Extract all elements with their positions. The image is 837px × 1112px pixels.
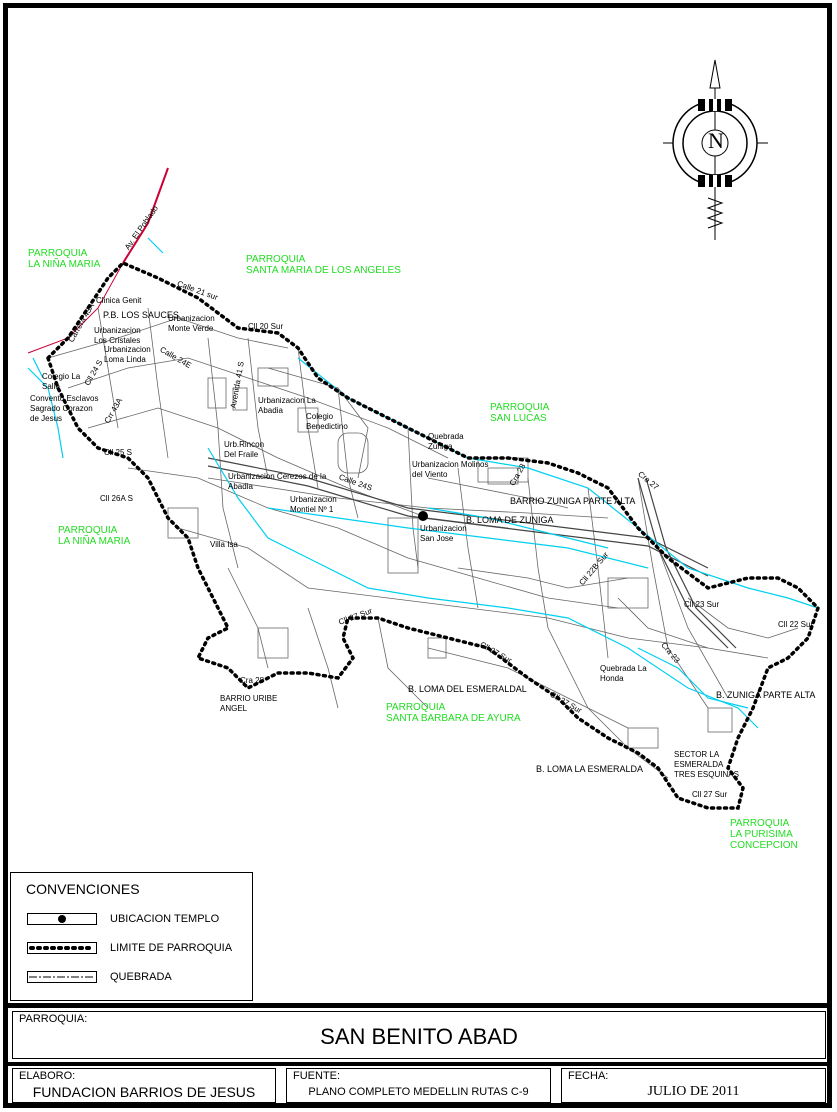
map-frame <box>3 3 832 1108</box>
north-letter: N <box>708 128 724 153</box>
poblado-avenue-2 <box>27 262 124 354</box>
parroquia-name: SAN BENITO ABAD <box>320 1024 518 1049</box>
place-label: B. ZUNIGA PARTE ALTA <box>716 690 816 700</box>
place-label: B. LOMA LA ESMERALDA <box>536 764 644 774</box>
place-label: Villa Isa <box>210 540 238 549</box>
parroquia-box: PARROQUIA: SAN BENITO ABAD <box>12 1011 826 1059</box>
temple-location-dot <box>418 511 428 521</box>
place-label: B. LOMA DEL ESMERALDAL <box>408 684 527 694</box>
street-label: Cll 20 Sur <box>248 322 284 331</box>
place-label: Quebrada Zuniga <box>428 432 464 451</box>
street-label: Cll 27 Sur <box>692 790 728 799</box>
place-label: Urb.Rincon Del Fraile <box>224 440 265 459</box>
street-label: Cll 25 S <box>104 448 133 457</box>
elaboro-caption: ELABORO: <box>19 1070 76 1082</box>
street-network <box>47 307 799 779</box>
legend-item-templo: UBICACION TEMPLO <box>27 913 252 927</box>
place-label: Colegio Benedictino <box>306 412 348 431</box>
map-drawing <box>27 59 821 810</box>
legend-title: CONVENCIONES <box>26 881 140 897</box>
limite-symbol-icon <box>27 942 97 954</box>
quebrada-symbol-icon <box>27 971 97 983</box>
legend: CONVENCIONES UBICACION TEMPLO LIMITE DE … <box>10 872 253 1001</box>
place-label: Urbanizacion Monte Verde <box>168 314 215 333</box>
street-label: Cll 23 Sur <box>684 600 720 609</box>
fuente-caption: FUENTE: <box>293 1070 341 1082</box>
place-label: B. LOMA DE ZUNIGA <box>466 515 554 525</box>
parroquia-caption: PARROQUIA: <box>19 1013 88 1025</box>
elaboro-value: FUNDACION BARRIOS DE JESUS <box>32 1084 256 1100</box>
place-label: Urbanizacion La Abadia <box>258 396 316 415</box>
place-label: BARRIO ZUNIGA PARTE ALTA <box>510 496 636 506</box>
street-label: Cll 22 Sur <box>778 620 814 629</box>
fecha-box: FECHA: JULIO DE 2011 <box>561 1068 826 1103</box>
place-label: Urbanizacion Molinos del Viento <box>412 460 489 479</box>
elaboro-box: ELABORO: FUNDACION BARRIOS DE JESUS <box>12 1068 276 1103</box>
legend-item-limite: LIMITE DE PARROQUIA <box>27 942 252 956</box>
street-label: Cra 28 <box>240 676 265 685</box>
place-label: Urbanizacion Cerezos de la Abadia <box>228 472 327 491</box>
fuente-box: FUENTE: PLANO COMPLETO MEDELLIN RUTAS C-… <box>286 1068 551 1103</box>
poblado-avenue <box>122 167 169 264</box>
place-label: Clinica Genit <box>96 296 142 305</box>
street-label: Cll 26A S <box>100 494 133 503</box>
title-block-separator <box>8 1003 829 1008</box>
north-arrow-icon <box>663 59 768 240</box>
fecha-caption: FECHA: <box>568 1070 609 1082</box>
parish-boundary <box>45 260 821 810</box>
templo-symbol-icon <box>27 913 97 925</box>
place-label: Convento Esclavos Sagrado Corazon de Jes… <box>30 394 99 423</box>
place-label: Quebrada La Honda <box>600 664 647 683</box>
fuente-value: PLANO COMPLETO MEDELLIN RUTAS C-9 <box>308 1086 529 1098</box>
place-label: Colegio La Salle <box>42 372 81 391</box>
place-label: SECTOR LA ESMERALDA TRES ESQUINAS <box>674 750 739 779</box>
place-label: Urbanizacion Loma Linda <box>104 345 151 364</box>
place-label: Urbanizacion Los Cristales <box>94 326 141 345</box>
fecha-value: JULIO DE 2011 <box>647 1084 740 1099</box>
place-label: Urbanizacion Montiel Nº 1 <box>290 495 337 514</box>
place-label: BARRIO URIBE ANGEL <box>220 694 278 713</box>
title-block-separator-2 <box>8 1062 829 1066</box>
place-label: P.B. LOS SAUCES <box>103 310 179 320</box>
legend-item-quebrada: QUEBRADA <box>27 971 252 985</box>
place-label: Urbanizacion San Jose <box>420 524 467 543</box>
